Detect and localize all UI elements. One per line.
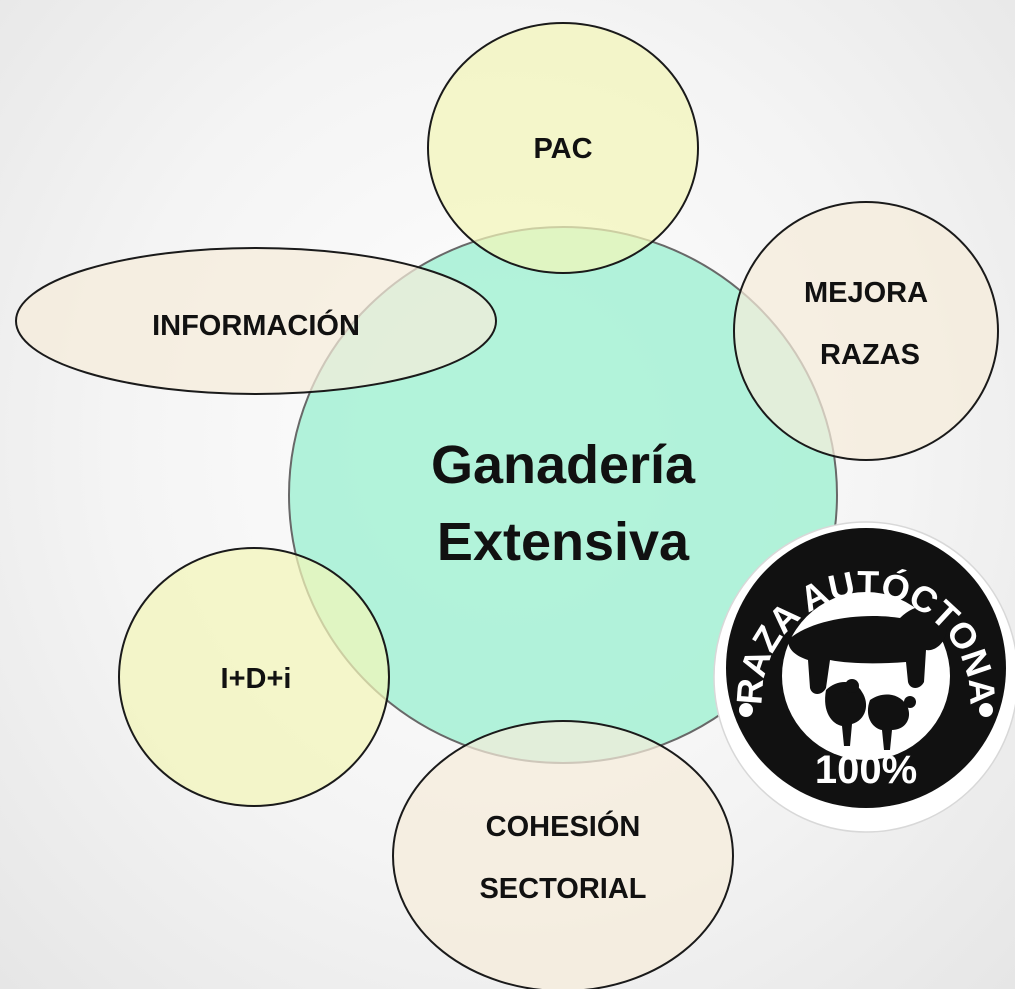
livestock-silhouette-icon bbox=[788, 606, 947, 750]
raza-autoctona-badge: RAZA AUTÓCTONA 100% bbox=[713, 521, 1015, 833]
badge-percent-text: 100% bbox=[815, 748, 917, 792]
node-cohesion-sectorial-label-line-2: SECTORIAL bbox=[479, 873, 646, 905]
badge-dot-left bbox=[739, 703, 753, 717]
node-pac: PAC bbox=[427, 22, 699, 274]
center-label-line-1: Ganadería bbox=[431, 435, 696, 495]
node-informacion-label: INFORMACIÓN bbox=[152, 308, 360, 342]
badge-dot-right bbox=[979, 703, 993, 717]
node-pac-circle bbox=[427, 22, 699, 274]
node-mejora-razas-label-line-1: MEJORA bbox=[804, 277, 928, 309]
node-cohesion-sectorial-circle bbox=[392, 720, 734, 989]
node-pac-label: PAC bbox=[533, 133, 592, 165]
node-mejora-razas-circle bbox=[733, 201, 999, 461]
node-informacion-ellipse bbox=[15, 247, 497, 395]
node-informacion: INFORMACIÓN bbox=[15, 247, 497, 395]
node-idi-label: I+D+i bbox=[221, 663, 292, 695]
node-idi: I+D+i bbox=[118, 547, 390, 807]
node-cohesion-sectorial: COHESIÓN SECTORIAL bbox=[392, 720, 734, 989]
node-idi-circle bbox=[118, 547, 390, 807]
node-mejora-razas-label-line-2: RAZAS bbox=[820, 339, 920, 371]
node-cohesion-sectorial-label-line-1: COHESIÓN bbox=[486, 809, 641, 843]
center-label-line-2: Extensiva bbox=[437, 512, 690, 572]
node-mejora-razas: MEJORA RAZAS bbox=[733, 201, 999, 461]
